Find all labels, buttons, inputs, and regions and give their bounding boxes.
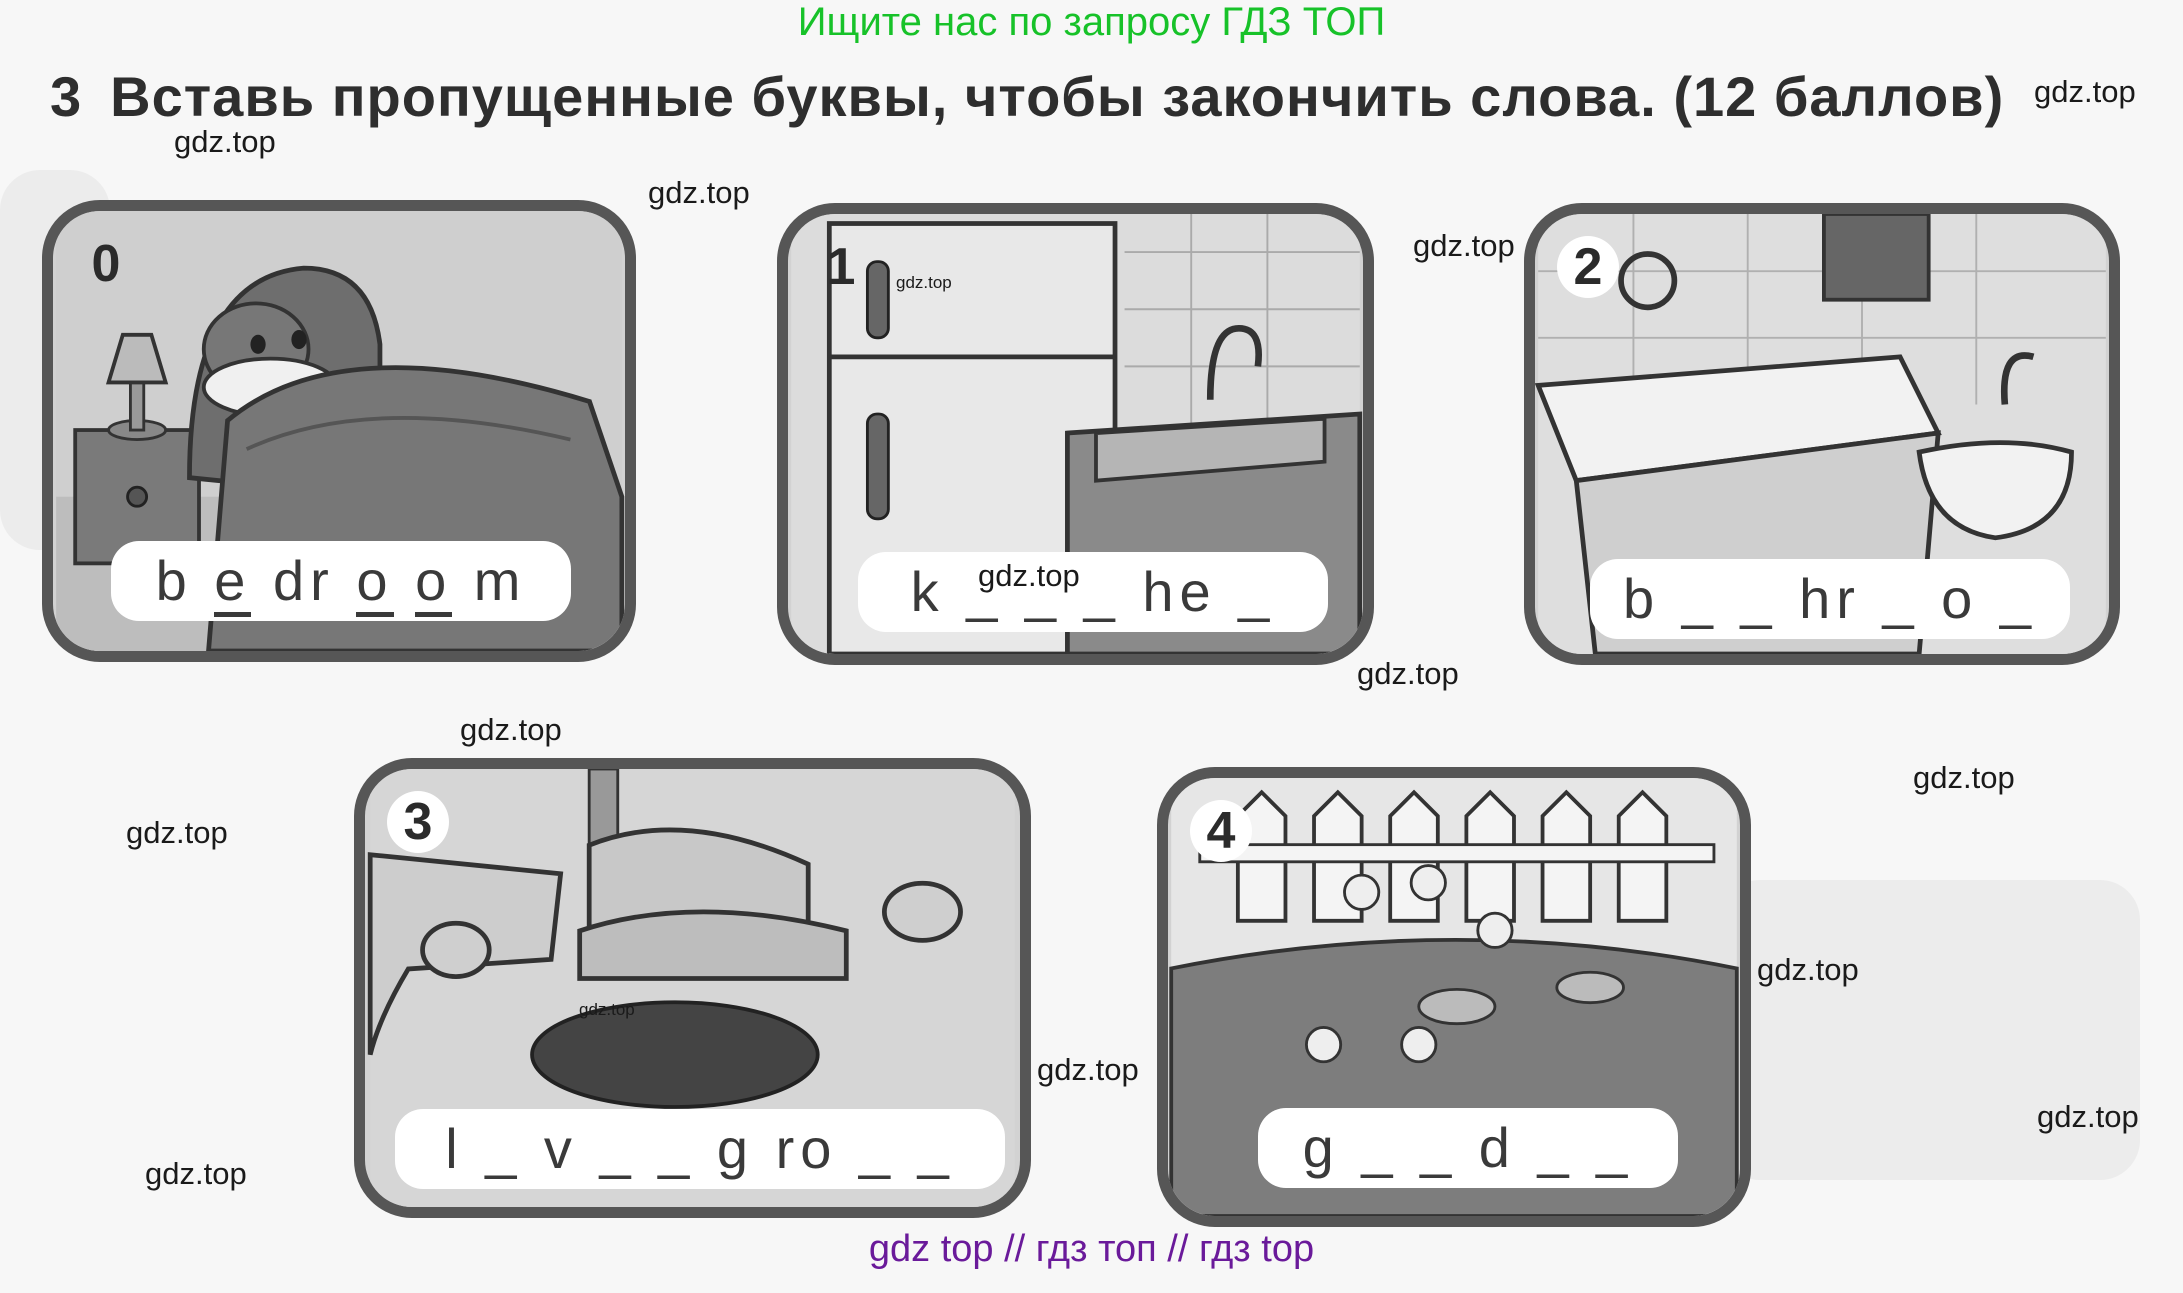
watermark: gdz.top [174,124,276,159]
watermark: gdz.top [1413,228,1515,263]
panel-number: 0 [91,235,121,293]
watermark: gdz.top [2034,74,2136,109]
panel-bathroom: 2 b _ _ hr _ o _ [1524,203,2120,665]
panel-living-room: 3 l _ v _ _ g ro _ _ [354,758,1031,1218]
watermark: gdz.top [1357,656,1459,691]
word-living-room: l _ v _ _ g ro _ _ [395,1109,1005,1189]
exercise-title: 3 Вставь пропущенные буквы, чтобы закончи… [50,64,2004,129]
watermark: gdz.top [579,1000,635,1019]
bottom-banner: gdz top // гдз топ // гдз top [868,1228,1315,1270]
word-bedroom: b e dr o o m [111,541,571,621]
panel-number: 4 [1190,800,1252,862]
watermark: gdz.top [2037,1099,2139,1134]
word-bathroom: b _ _ hr _ o _ [1590,559,2070,639]
watermark: gdz.top [1037,1052,1139,1087]
word-kitchen: k _ _ _ he _ [858,552,1328,632]
bedroom-illustration [56,211,625,651]
panel-kitchen: 1 k _ _ _ he _ [777,203,1374,665]
panel-number: 2 [1557,236,1619,298]
watermark: gdz.top [145,1156,247,1191]
watermark: gdz.top [978,558,1080,593]
panel-bedroom: 0 b e dr o o m [42,200,636,662]
watermark: gdz.top [648,175,750,210]
word-garden: g _ _ d _ _ [1258,1108,1678,1188]
exercise-number: 3 [50,65,83,128]
watermark: gdz.top [126,815,228,850]
exercise-instruction: Вставь пропущенные буквы, чтобы закончит… [110,65,2005,128]
living-room-illustration [367,769,1015,1207]
watermark: gdz.top [460,712,562,747]
panel-number: 1 [826,238,856,296]
watermark: gdz.top [1913,760,2015,795]
watermark: gdz.top [896,273,952,292]
panel-garden: 4 g _ _ d _ _ [1157,767,1751,1227]
top-banner[interactable]: Ищите нас по запросу ГДЗ ТОП [797,0,1386,44]
watermark: gdz.top [1757,952,1859,987]
background-ghost [1720,880,2140,1180]
panel-number: 3 [387,791,449,853]
